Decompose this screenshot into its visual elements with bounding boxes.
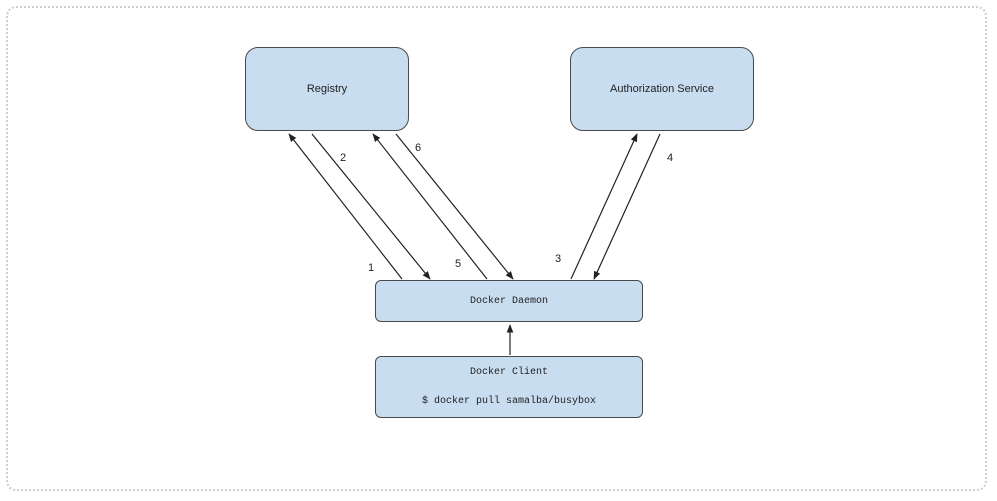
step-label-6: 6 (415, 142, 422, 154)
registry-node: Registry (245, 47, 409, 131)
arrow-step-4 (593, 133, 661, 280)
arrow-step-1 (288, 133, 403, 280)
step-label-3: 3 (555, 253, 562, 265)
diagram-frame (6, 6, 987, 491)
step-label-2: 2 (340, 152, 347, 164)
arrow-step-6 (395, 133, 514, 280)
arrow-step-5 (372, 133, 488, 280)
docker-client-node: Docker Client $ docker pull samalba/busy… (375, 356, 643, 418)
authorization-service-label: Authorization Service (610, 83, 714, 95)
step-label-1: 1 (368, 262, 375, 274)
arrow-step-2 (311, 133, 431, 280)
step-label-5: 5 (455, 258, 462, 270)
docker-client-command: $ docker pull samalba/busybox (421, 396, 597, 407)
docker-daemon-label: Docker Daemon (469, 295, 548, 307)
arrow-step-3 (570, 133, 638, 280)
step-label-4: 4 (667, 152, 674, 164)
authorization-service-node: Authorization Service (570, 47, 754, 131)
registry-label: Registry (306, 83, 348, 95)
docker-client-label: Docker Client (469, 367, 548, 378)
docker-daemon-node: Docker Daemon (375, 280, 643, 322)
